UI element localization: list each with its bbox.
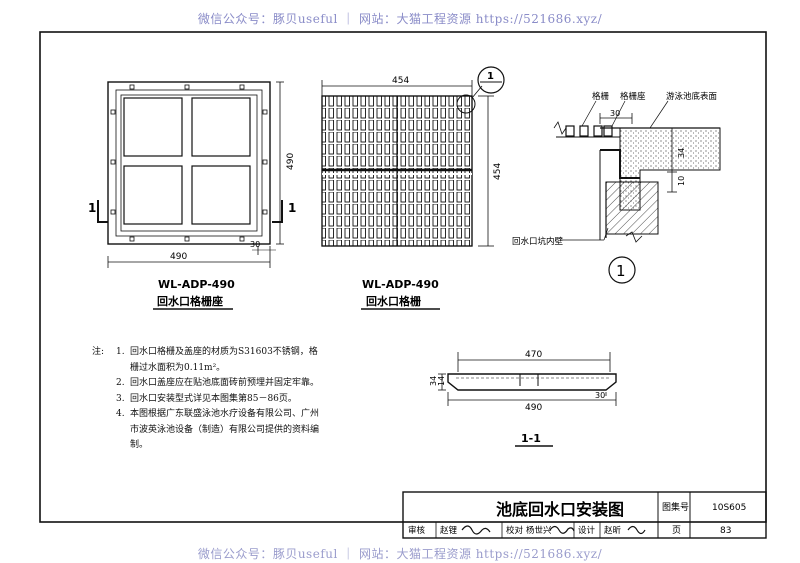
detail-1-section: [553, 100, 721, 284]
title-text: 池底回水口安装图: [496, 500, 624, 519]
mid-dim-right: 454: [493, 163, 503, 180]
note-3: 3. 回水口安装型式详见本图集第85－86页。: [92, 392, 322, 408]
sec-dim-small: 30: [595, 391, 605, 400]
check-name: 杨世兴: [526, 525, 552, 536]
note-1: 注: 1. 回水口格栅及盖座的材质为S31603不锈钢，格栅过水面积为0.11m…: [92, 345, 322, 376]
note-text: 回水口盖座应在贴池底面砖前预埋并固定牢靠。: [130, 378, 320, 388]
note-text: 回水口安装型式详见本图集第85－86页。: [130, 393, 297, 404]
note-num: 1.: [116, 347, 125, 357]
left-dim-bottom: 490: [170, 252, 187, 262]
detail-label-surface: 游泳池底表面: [666, 91, 718, 102]
sec-dim-left-b: 14: [437, 376, 446, 386]
note-num: 2.: [116, 378, 125, 388]
note-text: 本图根据广东联盛泳池水疗设备有限公司、广州市波英泳池设备（制造）有限公司提供的资…: [130, 409, 320, 450]
detail-label-seat: 格栅座: [620, 91, 646, 102]
signature-review: [461, 525, 491, 535]
section-mark-right: 1: [288, 201, 296, 215]
mid-callout: 1: [487, 71, 494, 82]
sec-dim-top: 470: [525, 350, 542, 360]
left-name: 回水口格栅座: [157, 294, 223, 308]
watermark-top: 微信公众号：豚贝useful ｜ 网站：大猫工程资源 https://52168…: [197, 12, 603, 26]
review-name-visible: 赵锂: [440, 525, 458, 536]
left-model: WL-ADP-490: [158, 278, 235, 291]
review-label: 审核: [408, 525, 426, 536]
design-label: 设计: [578, 525, 596, 536]
signature-check: [549, 525, 575, 534]
signature-design: [627, 525, 646, 535]
page-no: 83: [720, 526, 731, 536]
watermark-bottom: 微信公众号：豚贝useful ｜ 网站：大猫工程资源 https://52168…: [197, 547, 603, 561]
note-2: 2. 回水口盖座应在贴池底面砖前预埋并固定牢靠。: [92, 376, 322, 392]
design-name: 赵昕: [604, 525, 622, 536]
section-mark-left: 1: [88, 201, 96, 215]
detail-dim-10: 10: [677, 176, 686, 186]
notes-label: 注:: [92, 347, 105, 357]
atlas-label: 图集号: [662, 501, 689, 513]
title-block: [402, 491, 767, 539]
note-num: 4.: [116, 409, 125, 419]
page-label: 页: [672, 525, 681, 536]
detail-label-wall: 回水口坑内壁: [512, 236, 564, 247]
note-4: 4. 本图根据广东联盛泳池水疗设备有限公司、广州市波英泳池设备（制造）有限公司提…: [92, 407, 322, 454]
detail-label-grate: 格栅: [592, 91, 610, 102]
notes: 注: 1. 回水口格栅及盖座的材质为S31603不锈钢，格栅过水面积为0.11m…: [92, 345, 322, 454]
left-dim-small: 30: [250, 240, 260, 249]
note-num: 3.: [116, 393, 125, 404]
detail-callout: 1: [616, 262, 626, 280]
check-label: 校对: [506, 525, 524, 536]
grate-plan: [321, 66, 505, 247]
sec-dim-bottom: 490: [525, 403, 542, 413]
atlas-no: 10S605: [712, 503, 746, 513]
mid-name: 回水口格栅: [366, 294, 421, 308]
detail-dim-30: 30: [610, 109, 620, 118]
mid-model: WL-ADP-490: [362, 278, 439, 291]
grate-seat-plan: [97, 81, 284, 268]
note-text: 回水口格栅及盖座的材质为S31603不锈钢，格栅过水面积为0.11m²。: [130, 347, 318, 373]
mid-dim-top: 454: [392, 76, 409, 86]
detail-dim-34: 34: [677, 148, 686, 158]
section-1-1: [438, 352, 617, 406]
left-dim-right: 490: [286, 153, 296, 170]
sec-dim-left-a: 34: [429, 376, 438, 386]
section-label: 1-1: [521, 432, 541, 445]
